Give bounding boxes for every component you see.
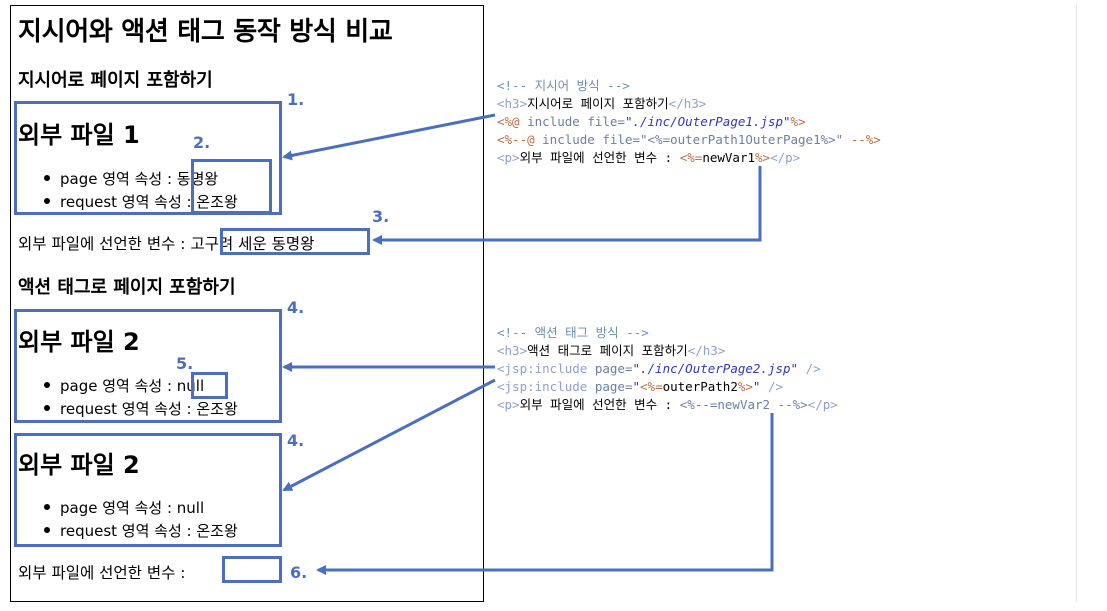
annotation-label: 5. — [176, 354, 194, 373]
list-item: page 영역 속성 : 동명왕 — [44, 168, 218, 189]
annotation-box-var2 — [222, 556, 282, 583]
code-line: <jsp:include page="<%=outerPath2%>" /> — [497, 379, 784, 394]
code-line: <h3>액션 태그로 페이지 포함하기</h3> — [497, 343, 726, 358]
file1-title: 외부 파일 1 — [18, 121, 140, 149]
list-item: page 영역 속성 : null — [44, 497, 204, 518]
code-block-directive: <!-- 지시어 방식 --> <h3>지시어로 페이지 포함하기</h3> <%@… — [497, 77, 881, 167]
divider — [1076, 5, 1077, 602]
code-line: <p>외부 파일에 선언한 변수 : <%--=newVar2 --%></p> — [497, 397, 838, 412]
list-item: page 영역 속성 : null — [44, 375, 204, 396]
code-block-action-tag: <!-- 액션 태그 방식 --> <h3>액션 태그로 페이지 포함하기</h3… — [497, 324, 838, 414]
section2-heading: 액션 태그로 페이지 포함하기 — [18, 277, 236, 298]
annotation-label: 6. — [290, 563, 308, 582]
list-item: request 영역 속성 : 온조왕 — [44, 398, 238, 419]
arrow-6 — [316, 413, 774, 575]
file2a-title: 외부 파일 2 — [18, 328, 140, 356]
var2-line: 외부 파일에 선언한 변수 : — [18, 564, 186, 582]
rendered-page-panel — [10, 5, 484, 602]
annotation-label: 2. — [193, 133, 211, 152]
page-title: 지시어와 액션 태그 동작 방식 비교 — [18, 17, 393, 47]
code-line: <%--@ include file="<%=outerPath1OuterPa… — [497, 132, 881, 147]
annotation-label: 1. — [287, 90, 305, 109]
annotation-label: 3. — [372, 207, 390, 226]
bullet-icon — [44, 504, 50, 510]
bullet-icon — [44, 405, 50, 411]
annotation-box-file2a — [14, 309, 282, 423]
annotation-box-var1 — [220, 228, 370, 255]
code-line: <%@ include file="./inc/OuterPage1.jsp"%… — [497, 114, 806, 129]
annotation-label: 4. — [287, 298, 305, 317]
code-line: <h3>지시어로 페이지 포함하기</h3> — [497, 96, 707, 111]
file2b-title: 외부 파일 2 — [18, 451, 140, 479]
arrow-3 — [372, 166, 762, 245]
bullet-icon — [44, 382, 50, 388]
code-line: <jsp:include page="./inc/OuterPage2.jsp"… — [497, 361, 821, 376]
var1-line: 외부 파일에 선언한 변수 : 고구려 세운 동명왕 — [18, 235, 315, 253]
code-line: <p>외부 파일에 선언한 변수 : <%=newVar1%></p> — [497, 150, 801, 165]
arrow-1 — [282, 113, 496, 161]
annotation-box-page-attr — [191, 159, 272, 214]
list-item: request 영역 속성 : 온조왕 — [44, 520, 238, 541]
arrow-4 — [282, 378, 496, 492]
code-line: <!-- 액션 태그 방식 --> — [497, 325, 649, 340]
bullet-icon — [44, 175, 50, 181]
annotation-label: 4. — [287, 431, 305, 450]
bullet-icon — [44, 527, 50, 533]
annotation-box-file1 — [14, 101, 282, 215]
annotation-box-file2b — [14, 433, 282, 547]
annotation-box-null — [191, 372, 228, 399]
code-line: <!-- 지시어 방식 --> — [497, 78, 630, 93]
bullet-icon — [44, 198, 50, 204]
section1-heading: 지시어로 페이지 포함하기 — [18, 70, 213, 91]
